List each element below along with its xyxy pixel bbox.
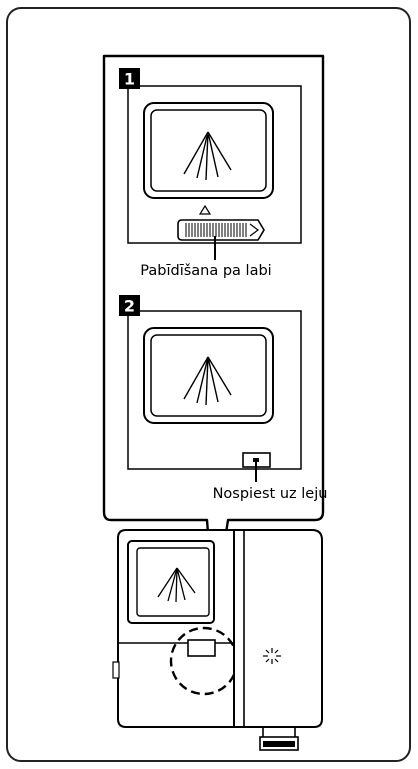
cup-window-inner bbox=[150, 109, 267, 192]
dispenser-latch-fill bbox=[263, 741, 295, 747]
step-2-panel: 2 Nospiest uz leju bbox=[119, 295, 327, 502]
dispenser-release-button bbox=[187, 639, 216, 657]
slider-icon bbox=[177, 204, 265, 241]
step-2-number: 2 bbox=[124, 297, 135, 316]
spray-icon bbox=[157, 567, 196, 603]
cup-window-inner bbox=[150, 334, 267, 417]
step-1-number: 1 bbox=[124, 70, 135, 89]
step-1-panel: 1 Pabīdīšana pa labi bbox=[119, 68, 302, 279]
dispenser-unit bbox=[112, 529, 323, 751]
spray-icon bbox=[183, 131, 232, 181]
step-2-badge bbox=[119, 295, 140, 316]
dispenser-side-tab bbox=[112, 661, 120, 679]
step-1-caption: Pabīdīšana pa labi bbox=[140, 263, 271, 279]
step-2-caption: Nospiest uz leju bbox=[213, 486, 328, 502]
sparkle-icon bbox=[263, 648, 281, 664]
step-1-badge bbox=[119, 68, 140, 89]
outer-frame bbox=[6, 7, 411, 762]
dispenser-right-module bbox=[233, 529, 323, 728]
spray-icon bbox=[183, 356, 232, 406]
